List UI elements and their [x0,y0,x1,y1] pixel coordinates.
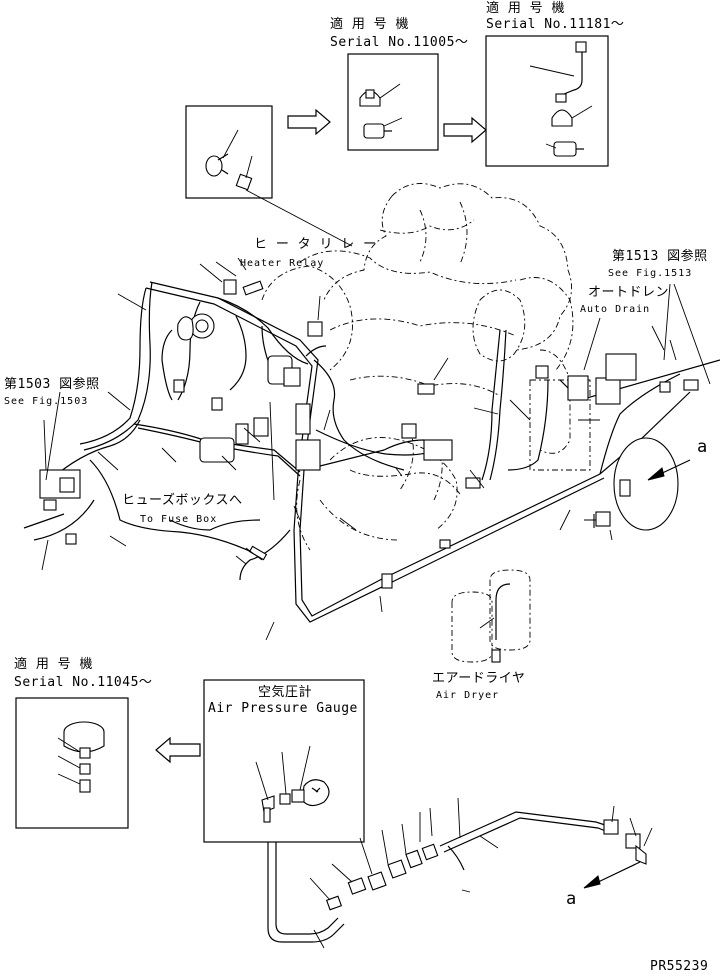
serial-11045-en: Serial No.11045～ [14,675,153,690]
fuse-box-jp: ヒューズボックスへ [122,493,243,508]
see-fig-1503-jp: 第1503 図参照 [4,377,100,392]
see-fig-1513-en: See Fig.1513 [608,268,693,279]
air-pressure-gauge-jp: 空気圧計 [258,685,313,700]
ref-mark-a-upper: a [697,437,708,457]
see-fig-1513-jp: 第1513 図参照 [612,249,708,264]
detail-box-air-gauge [203,679,365,843]
auto-drain-en: Auto Drain [580,304,651,315]
drawing-number: PR55239 [650,959,709,974]
serial-11005-en: Serial No.11005～ [330,35,469,50]
heater-relay-jp: ヒ ー タ リ レ ー [254,237,377,252]
air-pressure-piping [267,797,653,949]
arrow-a-lower [583,861,641,889]
serial-11005-jp: 適 用 号 機 [330,17,409,32]
ref-mark-a-lower: a [566,889,577,909]
air-dryer-en: Air Dryer [436,690,500,701]
air-pressure-gauge-en: Air Pressure Gauge [208,701,358,716]
leader-lines [41,257,711,641]
auto-drain-jp: オートドレン [588,285,670,300]
detail-box-11005 [347,53,439,151]
fuse-box-en: To Fuse Box [140,514,218,525]
heater-relay-en: Heater Relay [240,258,325,269]
arrow-a-upper [647,459,691,481]
air-dryer-outline [451,569,531,663]
serial-11045-jp: 適 用 号 機 [14,657,93,672]
air-dryer-jp: エアードライヤ [432,671,526,686]
detail-box-11045 [15,697,129,829]
arrow-to-11181 [443,116,487,144]
arrow-to-11045 [155,736,201,764]
detail-box-current [185,105,273,199]
detail-box-11181 [485,35,609,167]
serial-11181-jp: 適 用 号 機 [486,1,565,16]
serial-11181-en: Serial No.11181～ [486,17,625,32]
wire-harness [23,281,720,623]
arrow-to-11005 [287,108,331,136]
harness-components [39,279,699,589]
see-fig-1503-en: See Fig.1503 [4,396,89,407]
